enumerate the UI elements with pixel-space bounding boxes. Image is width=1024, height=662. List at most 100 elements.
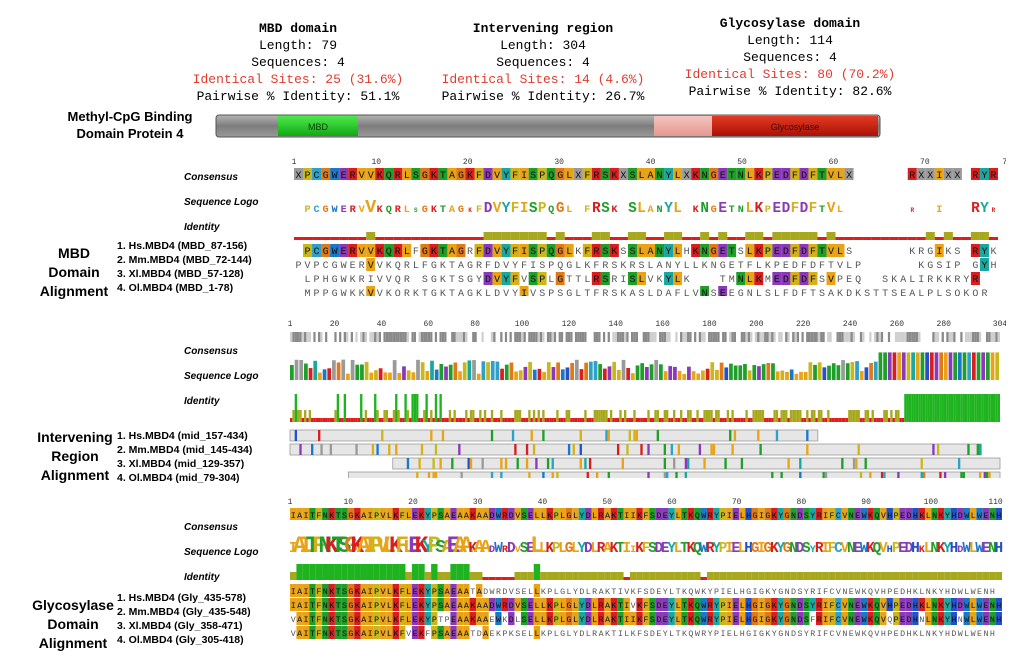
aligned-residue-letter: F — [400, 601, 405, 611]
identity-bar — [565, 572, 573, 580]
identity-bar — [897, 410, 900, 422]
consensus-residue — [355, 332, 358, 342]
sequence-span — [289, 443, 982, 456]
aligned-residue-letter: G — [431, 275, 437, 286]
logo-column — [738, 365, 743, 380]
aligned-residue — [719, 626, 727, 639]
aligned-residue — [303, 286, 313, 296]
sequence-residue-mark — [962, 472, 965, 478]
aligned-residue — [573, 286, 583, 296]
identity-bar — [553, 418, 557, 422]
identity-bar — [546, 418, 550, 422]
aligned-residue — [392, 598, 400, 611]
aligned-residue — [591, 584, 598, 597]
identity-bar — [357, 237, 367, 240]
aligned-residue — [347, 626, 355, 639]
aligned-residue — [925, 584, 932, 597]
aligned-residue — [982, 626, 990, 639]
aligned-residue — [668, 584, 675, 597]
identity-bar — [655, 572, 663, 580]
consensus-residue — [315, 332, 319, 342]
identity-bar — [899, 572, 906, 580]
aligned-residue-letter: T — [618, 601, 623, 611]
aligned-residue — [572, 626, 579, 639]
logo-letter: L — [539, 541, 548, 557]
logo-column — [780, 370, 785, 380]
logo-column — [887, 352, 892, 380]
aligned-residue-letter: A — [458, 289, 464, 296]
identity-bar — [572, 572, 579, 580]
aligned-residue — [682, 258, 692, 271]
aligned-residue — [386, 612, 393, 625]
consensus-residue — [383, 332, 386, 342]
identity-bar — [844, 237, 854, 240]
aligned-residue — [492, 272, 502, 285]
aligned-residue-letter: V — [648, 275, 654, 286]
identity-bar — [946, 394, 949, 422]
aligned-residue-letter: G — [567, 601, 572, 611]
logo-letter: C — [314, 205, 320, 216]
sequence-residue-mark — [883, 472, 886, 478]
consensus-residue — [778, 332, 781, 342]
aligned-residue — [687, 612, 695, 625]
aligned-residue — [564, 272, 574, 285]
logo-column — [659, 364, 663, 380]
aligned-residue — [873, 598, 881, 611]
consensus-residue — [640, 332, 643, 342]
consensus-residue — [761, 332, 765, 342]
aligned-residue — [330, 272, 340, 285]
aligned-residue — [649, 612, 656, 625]
aligned-residue-letter: P — [374, 601, 379, 611]
consensus-residue — [906, 332, 909, 342]
identity-bar — [318, 418, 321, 422]
consensus-letter: A — [483, 511, 488, 521]
sequence-residue-mark — [960, 472, 963, 478]
identity-bar — [771, 418, 774, 422]
aligned-residue-letter: V — [521, 275, 527, 286]
logo-column — [327, 368, 332, 380]
identity-bar — [296, 564, 303, 580]
consensus-letter: V — [842, 511, 847, 521]
aligned-residue — [754, 244, 764, 257]
aligned-residue — [474, 258, 484, 271]
aligned-residue — [582, 272, 592, 285]
sequence-residue-mark — [294, 430, 298, 441]
aligned-residue — [508, 626, 515, 639]
aligned-residue — [321, 258, 331, 271]
aligned-residue — [673, 244, 683, 257]
aligned-residue-letter: K — [891, 275, 897, 286]
aligned-residue — [366, 584, 374, 597]
aligned-residue-letter: K — [355, 629, 360, 639]
aligned-residue-letter: V — [836, 587, 841, 597]
aligned-residue-letter: N — [932, 615, 937, 625]
consensus-residue — [663, 332, 667, 342]
aligned-residue — [783, 626, 791, 639]
consensus-residue — [757, 332, 760, 342]
sequence-residue-mark — [684, 458, 688, 469]
consensus-residue — [637, 332, 641, 342]
sequence-label: 2. Mm.MBD4 (mid_145-434) — [117, 444, 253, 456]
sequence-residue-mark — [490, 430, 494, 441]
identity-bar — [537, 410, 540, 422]
aligned-residue — [790, 286, 800, 296]
logo-column — [682, 373, 687, 380]
identity-bar — [703, 410, 706, 422]
aligned-residue-letter: S — [557, 289, 563, 296]
consensus-residue — [886, 508, 893, 520]
consensus-letter: N — [932, 511, 937, 521]
consensus-letter: X — [918, 171, 924, 182]
identity-bar — [327, 418, 330, 422]
consensus-residue — [469, 332, 473, 342]
aligned-residue-letter: A — [477, 615, 482, 625]
aligned-residue — [519, 286, 529, 296]
identity-bar — [495, 418, 498, 422]
aligned-residue-letter: E — [977, 629, 982, 639]
consensus-residue — [348, 168, 358, 180]
identity-bar — [540, 572, 547, 580]
aligned-residue-letter: R — [496, 587, 501, 597]
consensus-letter: Q — [548, 171, 554, 182]
identity-bar — [880, 418, 884, 422]
logo-letter: R — [815, 541, 824, 557]
aligned-residue-letter: L — [541, 601, 546, 611]
consensus-residue — [970, 168, 980, 180]
